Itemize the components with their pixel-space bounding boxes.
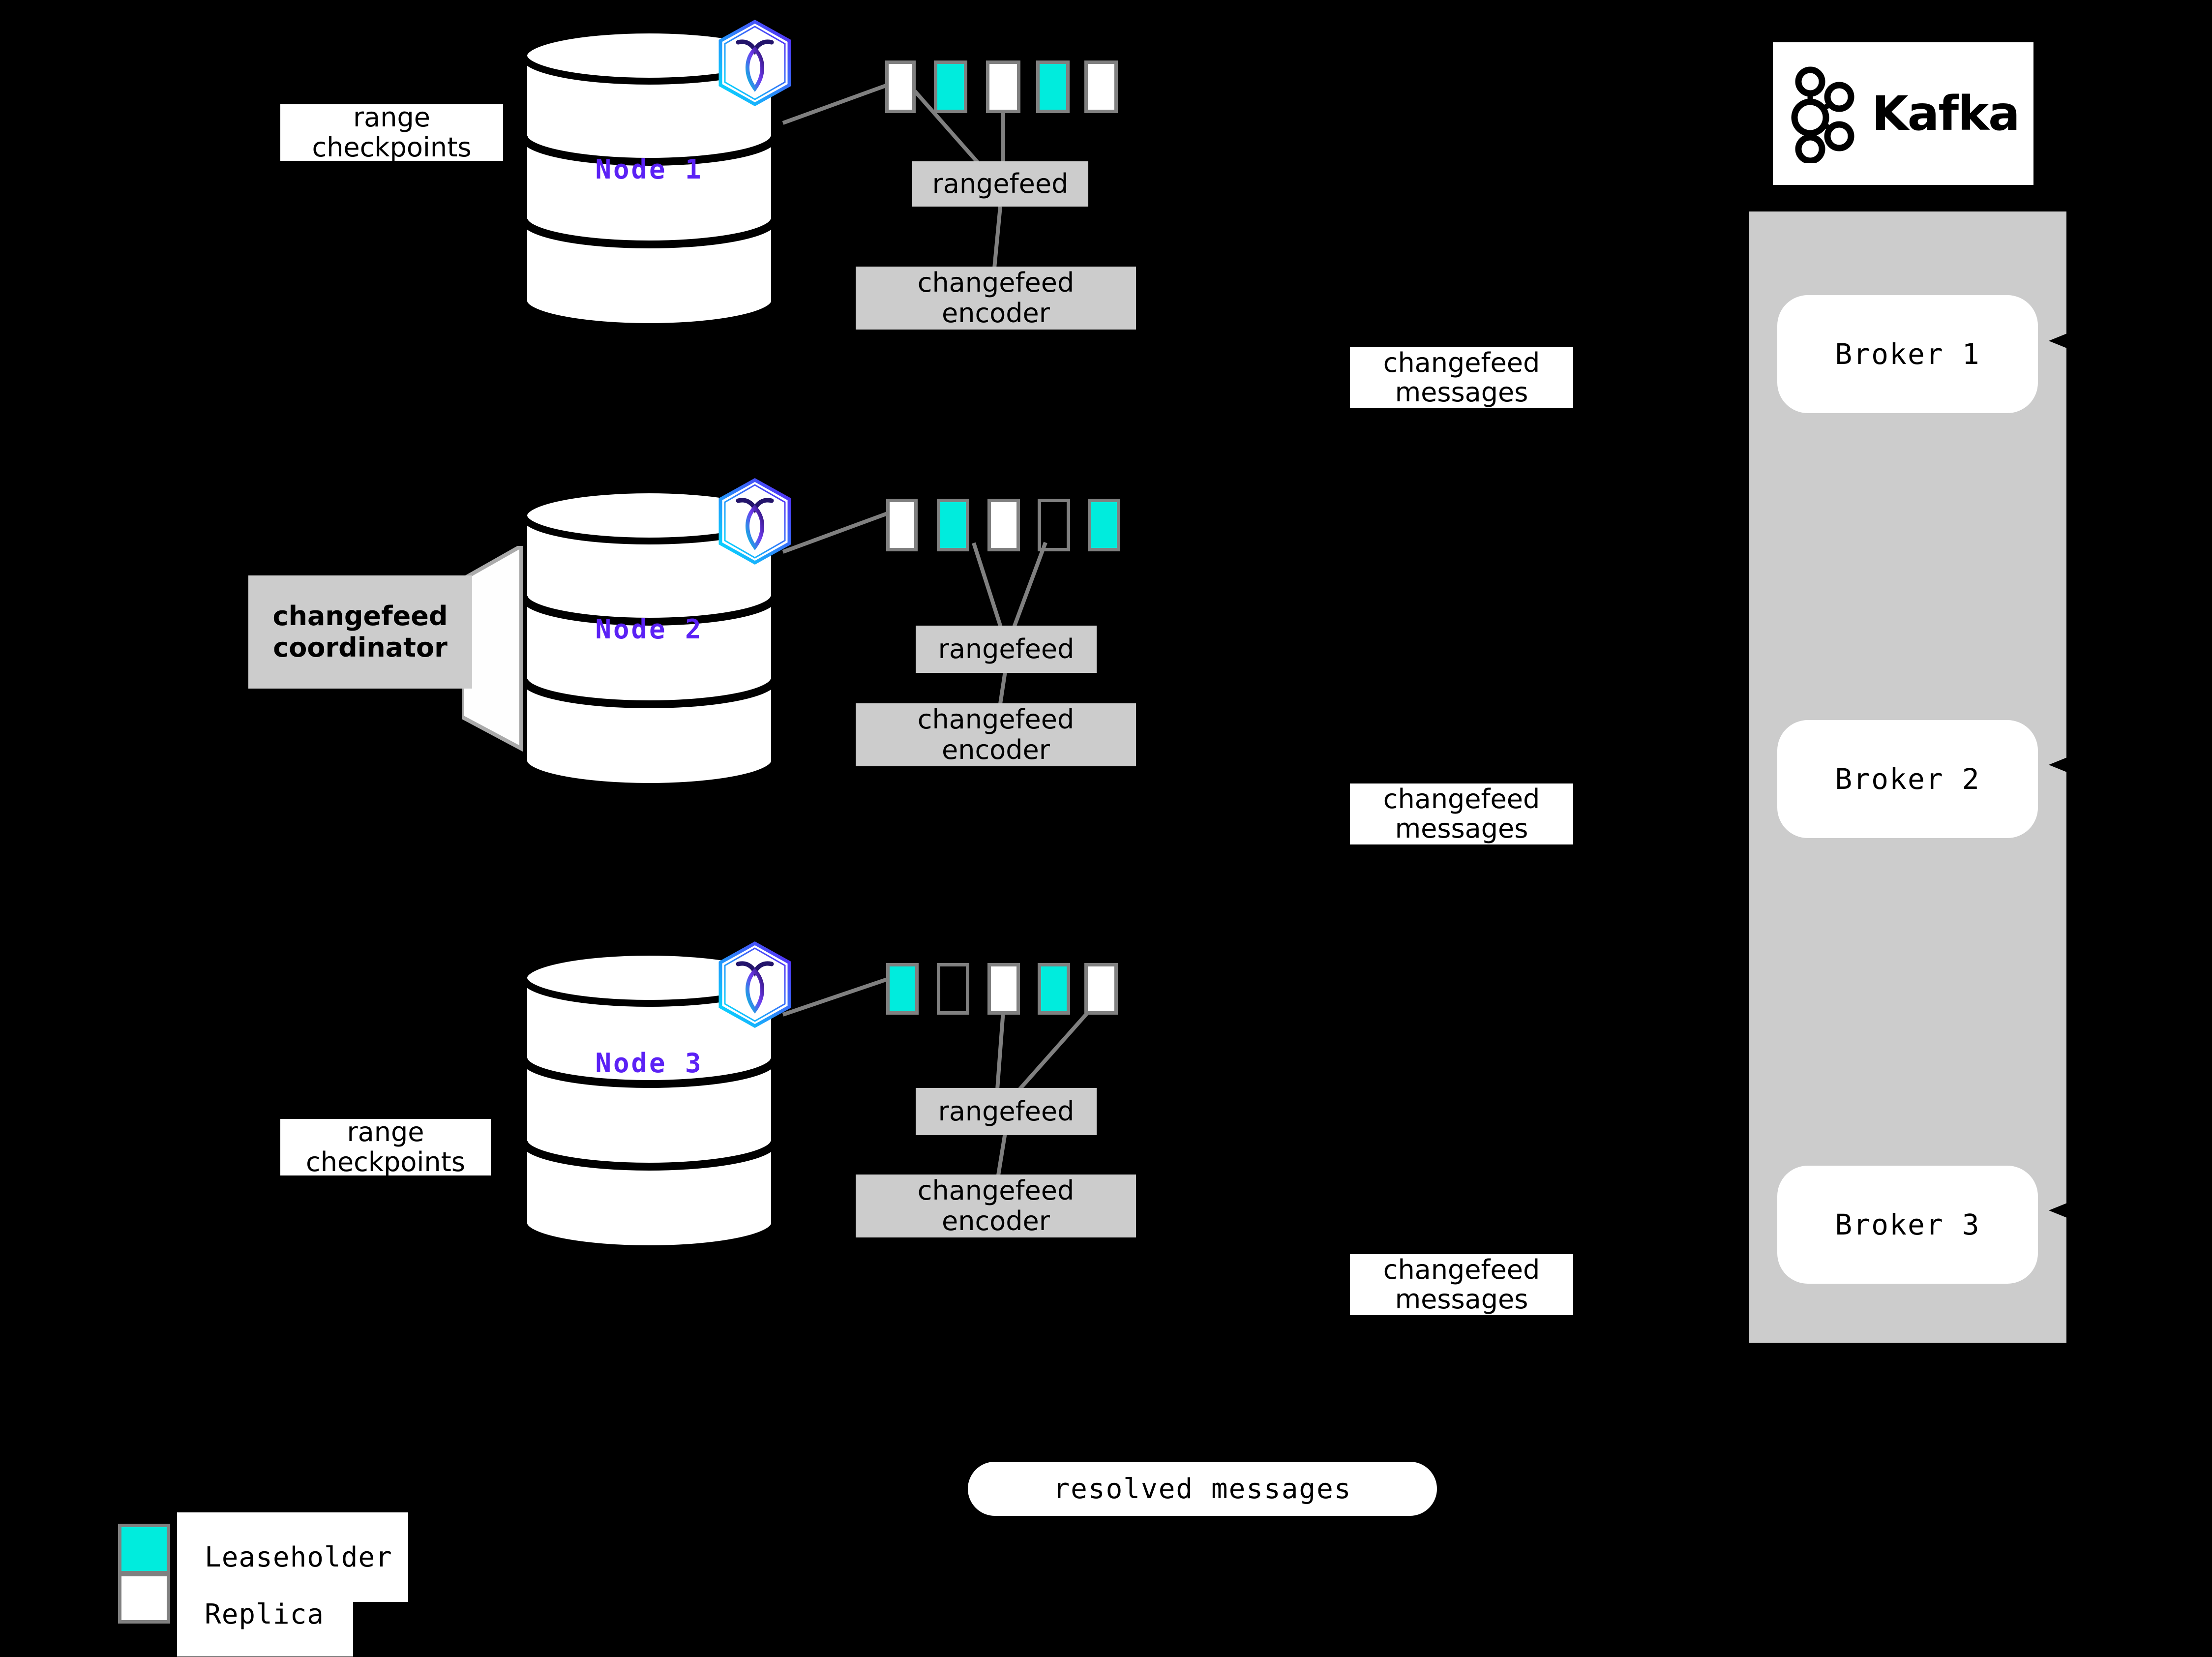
messages-line-2: messages — [1395, 377, 1528, 408]
rangefeed-box-node-1[interactable]: rangefeed — [912, 161, 1088, 207]
legend-label-replica: Replica — [177, 1572, 353, 1657]
arrow-into-broker-3-icon — [2049, 1200, 2074, 1221]
broker-2-box[interactable]: Broker 2 — [1777, 720, 2038, 838]
node-2-label: Node 2 — [595, 614, 703, 645]
broker-1-label: Broker 1 — [1835, 337, 1980, 371]
legend-swatch-replica — [118, 1573, 170, 1624]
encoder-line-1: changefeed — [917, 267, 1075, 299]
resolved-messages-pill[interactable]: resolved messages — [968, 1462, 1437, 1516]
coordinator-3d-face — [462, 546, 523, 752]
legend-replica-text: Replica — [205, 1598, 325, 1630]
node-2-cylinder: Node 2 — [519, 487, 779, 789]
rangefeed-label: rangefeed — [938, 633, 1075, 665]
encoder-line-2: encoder — [942, 1205, 1050, 1236]
range-checkpoints-label-node-1: range checkpoints — [280, 104, 503, 161]
cockroachdb-hex-icon — [716, 19, 794, 107]
range-cell-empty[interactable] — [937, 963, 969, 1015]
range-cell-replica[interactable] — [987, 499, 1020, 551]
coordinator-line-1: changefeed — [272, 601, 448, 632]
encoder-line-2: encoder — [942, 734, 1050, 765]
encoder-line-1: changefeed — [917, 1175, 1075, 1206]
messages-line-2: messages — [1395, 813, 1528, 844]
messages-line-1: changefeed — [1383, 783, 1540, 814]
kafka-logo-box: Kafka — [1773, 42, 2033, 185]
encoder-line-1: changefeed — [917, 704, 1075, 735]
changefeed-encoder-box-node-3[interactable]: changefeed encoder — [856, 1175, 1136, 1237]
messages-line-2: messages — [1395, 1284, 1528, 1315]
range-checkpoints-label-node-3: range checkpoints — [280, 1119, 491, 1175]
broker-3-label: Broker 3 — [1835, 1208, 1980, 1241]
range-cell-leaseholder[interactable] — [1088, 499, 1120, 551]
range-cell-replica[interactable] — [987, 963, 1020, 1015]
rangefeed-label: rangefeed — [938, 1096, 1075, 1127]
broker-3-box[interactable]: Broker 3 — [1777, 1166, 2038, 1284]
range-cell-replica[interactable] — [986, 60, 1020, 113]
node-1-cylinder: Node 1 — [519, 27, 779, 330]
changefeed-encoder-box-node-1[interactable]: changefeed encoder — [856, 267, 1136, 330]
rangefeed-label: rangefeed — [932, 168, 1069, 200]
messages-line-1: changefeed — [1383, 1254, 1540, 1285]
range-cell-leaseholder[interactable] — [934, 60, 967, 113]
coordinator-line-2: coordinator — [273, 632, 448, 663]
range-checkpoints-line-2: checkpoints — [306, 1146, 465, 1175]
rangefeed-box-node-2[interactable]: rangefeed — [916, 626, 1097, 673]
range-cell-replica[interactable] — [1084, 60, 1118, 113]
cockroachdb-hex-icon — [716, 477, 794, 566]
range-cell-replica[interactable] — [885, 60, 916, 113]
node-3-label: Node 3 — [595, 1048, 703, 1079]
arrow-into-broker-1-icon — [2049, 331, 2074, 351]
range-checkpoints-line-1: range — [353, 104, 430, 133]
kafka-wordmark: Kafka — [1872, 86, 2020, 141]
legend-leaseholder-text: Leaseholder — [205, 1541, 392, 1573]
legend-swatch-leaseholder — [118, 1524, 170, 1574]
messages-line-1: changefeed — [1383, 347, 1540, 378]
encoder-line-2: encoder — [942, 298, 1050, 329]
node-1-label: Node 1 — [595, 154, 703, 185]
range-cell-empty[interactable] — [1038, 499, 1070, 551]
rangefeed-box-node-3[interactable]: rangefeed — [916, 1088, 1097, 1135]
range-cell-leaseholder[interactable] — [1036, 60, 1070, 113]
resolved-messages-label: resolved messages — [1053, 1473, 1352, 1505]
changefeed-coordinator-box[interactable]: changefeed coordinator — [248, 575, 472, 689]
kafka-graph-icon — [1791, 66, 1854, 163]
range-cell-leaseholder[interactable] — [1038, 963, 1070, 1015]
range-checkpoints-line-2: checkpoints — [312, 131, 472, 161]
range-checkpoints-line-1: range — [347, 1119, 424, 1148]
broker-2-label: Broker 2 — [1835, 762, 1980, 796]
changefeed-encoder-box-node-2[interactable]: changefeed encoder — [856, 703, 1136, 766]
changefeed-messages-label-3: changefeed messages — [1350, 1254, 1573, 1315]
range-cell-replica[interactable] — [1084, 963, 1118, 1015]
arrow-into-broker-2-icon — [2049, 754, 2074, 775]
node-3-cylinder: Node 3 — [519, 949, 779, 1252]
range-cell-leaseholder[interactable] — [937, 499, 969, 551]
cockroachdb-hex-icon — [716, 940, 794, 1029]
changefeed-messages-label-1: changefeed messages — [1350, 347, 1573, 408]
changefeed-messages-label-2: changefeed messages — [1350, 783, 1573, 844]
range-cell-leaseholder[interactable] — [886, 963, 919, 1015]
broker-1-box[interactable]: Broker 1 — [1777, 295, 2038, 413]
range-cell-replica[interactable] — [886, 499, 918, 551]
